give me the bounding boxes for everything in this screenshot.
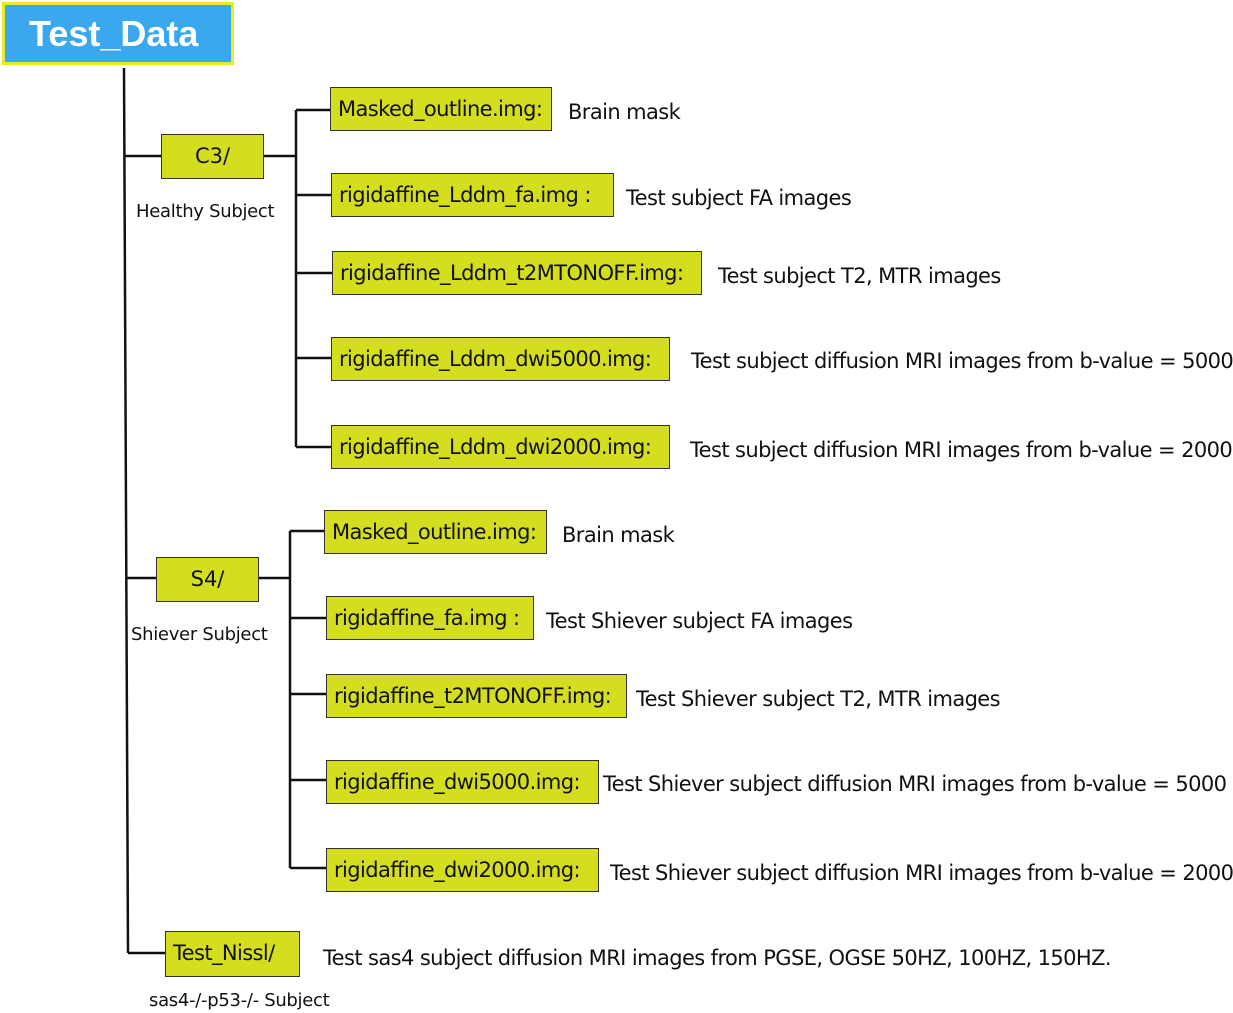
file-description: Test subject FA images bbox=[626, 186, 852, 210]
file-box: rigidaffine_Lddm_dwi5000.img: bbox=[331, 337, 670, 381]
file-box: Masked_outline.img: bbox=[330, 87, 552, 131]
folder-c3: C3/ bbox=[161, 134, 264, 179]
file-box: Masked_outline.img: bbox=[324, 510, 547, 554]
trunk-line bbox=[122, 67, 130, 954]
file-box: rigidaffine_t2MTONOFF.img: bbox=[326, 674, 627, 718]
test-nissl-description: Test sas4 subject diffusion MRI images f… bbox=[323, 946, 1112, 970]
file-box: rigidaffine_dwi5000.img: bbox=[326, 760, 599, 804]
file-box: rigidaffine_fa.img : bbox=[326, 596, 534, 640]
file-description: Test subject diffusion MRI images from b… bbox=[690, 438, 1233, 462]
file-description: Test subject T2, MTR images bbox=[718, 264, 1001, 288]
file-description: Test Shiever subject diffusion MRI image… bbox=[610, 861, 1233, 885]
file-description: Brain mask bbox=[562, 523, 675, 547]
subtitle-s4: Shiever Subject bbox=[131, 624, 268, 645]
file-description: Test subject diffusion MRI images from b… bbox=[691, 349, 1233, 373]
file-description: Test Shiever subject FA images bbox=[546, 609, 853, 633]
file-box: rigidaffine_Lddm_t2MTONOFF.img: bbox=[332, 251, 702, 295]
subtitle-c3: Healthy Subject bbox=[136, 201, 275, 222]
file-description: Test Shiever subject T2, MTR images bbox=[636, 687, 1001, 711]
file-description: Brain mask bbox=[568, 100, 681, 124]
file-description: Test Shiever subject diffusion MRI image… bbox=[603, 772, 1227, 796]
folder-s4: S4/ bbox=[156, 557, 259, 602]
file-box: rigidaffine_Lddm_dwi2000.img: bbox=[331, 425, 670, 469]
file-box: rigidaffine_dwi2000.img: bbox=[326, 848, 599, 892]
subtitle-test-nissl: sas4-/-p53-/- Subject bbox=[149, 990, 330, 1011]
folder-test-nissl: Test_Nissl/ bbox=[165, 931, 300, 977]
root-folder: Test_Data bbox=[2, 2, 234, 65]
file-box: rigidaffine_Lddm_fa.img : bbox=[331, 173, 614, 217]
